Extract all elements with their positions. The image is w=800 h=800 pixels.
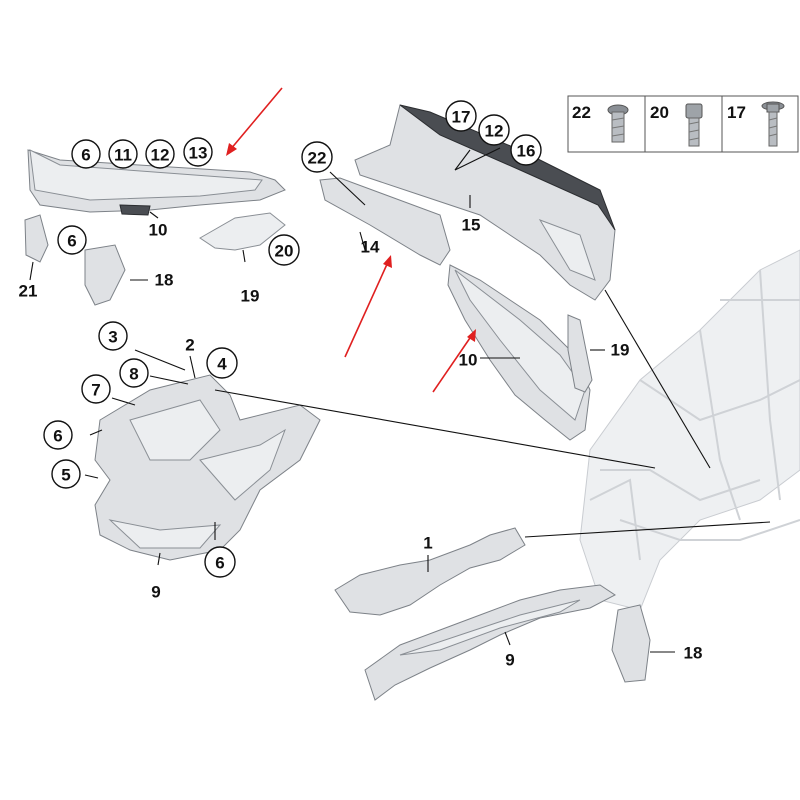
legend-number-20: 20 — [650, 103, 669, 122]
svg-text:7: 7 — [91, 381, 100, 400]
svg-text:20: 20 — [275, 242, 294, 261]
label-14: 14 — [361, 238, 380, 257]
callout-17: 17 — [445, 100, 477, 132]
plain-labels: 10 21 18 19 14 15 10 19 2 9 1 9 18 — [19, 216, 703, 670]
callout-22: 22 — [301, 141, 333, 173]
callout-7: 7 — [81, 374, 111, 404]
callout-5: 5 — [51, 459, 81, 489]
svg-text:11: 11 — [114, 146, 132, 165]
fastener-legend: 22 20 17 — [567, 95, 799, 153]
svg-text:5: 5 — [61, 466, 70, 485]
callout-6-mid: 6 — [43, 420, 73, 450]
hex-socket-bolt-icon — [685, 103, 703, 147]
label-1: 1 — [423, 534, 432, 553]
svg-text:12: 12 — [485, 122, 504, 141]
part-10-lower-beam — [447, 264, 591, 441]
label-18-bottom: 18 — [684, 644, 703, 663]
callout-13: 13 — [183, 137, 213, 167]
svg-text:22: 22 — [308, 149, 327, 168]
part-1-lower-member — [334, 527, 526, 616]
callout-6-left: 6 — [57, 225, 87, 255]
arrow-head-1 — [226, 143, 237, 156]
callout-8: 8 — [119, 358, 149, 388]
legend-number-22: 22 — [572, 103, 591, 122]
legend-frame — [567, 95, 799, 153]
callout-4: 4 — [206, 347, 238, 379]
circled-labels: 6 11 12 13 6 20 22 17 12 16 3 8 4 7 6 5 … — [43, 100, 542, 578]
callout-3: 3 — [98, 321, 128, 351]
svg-text:16: 16 — [517, 142, 536, 161]
part-21-bracket — [24, 214, 49, 263]
part-18-lower-bracket — [611, 604, 651, 683]
callout-16: 16 — [510, 134, 542, 166]
svg-text:6: 6 — [53, 427, 62, 446]
label-19-right: 19 — [611, 341, 630, 360]
callout-6-top: 6 — [71, 139, 101, 169]
callout-6-bottom: 6 — [204, 546, 236, 578]
red-arrows — [226, 87, 476, 393]
arrow-head-3 — [467, 329, 476, 342]
part-9-left-assembly — [94, 374, 321, 561]
label-10-right: 10 — [459, 351, 478, 370]
label-21: 21 — [19, 282, 38, 301]
callout-20: 20 — [268, 234, 300, 266]
svg-text:6: 6 — [81, 146, 90, 165]
flange-bolt-icon — [761, 101, 785, 147]
svg-text:6: 6 — [67, 232, 76, 251]
label-19-top: 19 — [241, 287, 260, 306]
part-19-lower-bracket — [567, 314, 593, 393]
svg-text:13: 13 — [189, 144, 208, 163]
part-15-upper-structure — [354, 104, 616, 301]
torx-screw-icon — [607, 104, 629, 143]
part-18-upper-bracket — [84, 244, 126, 306]
svg-text:8: 8 — [129, 365, 138, 384]
arrow-head-2 — [383, 255, 392, 268]
leader-lines — [29, 147, 771, 653]
svg-text:6: 6 — [215, 554, 224, 573]
part-14-inner-panel — [319, 177, 451, 266]
callout-12-top-right: 12 — [478, 114, 510, 146]
label-2: 2 — [185, 336, 194, 355]
legend-number-17: 17 — [727, 103, 746, 122]
svg-text:3: 3 — [108, 328, 117, 347]
label-18-top: 18 — [155, 271, 174, 290]
callout-11: 11 — [108, 139, 138, 169]
label-15: 15 — [462, 216, 481, 235]
svg-text:17: 17 — [452, 108, 471, 127]
label-9-right: 9 — [505, 651, 514, 670]
label-9-left: 9 — [151, 583, 160, 602]
label-10-top: 10 — [149, 221, 168, 240]
part-19-upper-cover — [199, 212, 286, 251]
callout-12-top-left: 12 — [145, 139, 175, 169]
svg-text:12: 12 — [151, 146, 170, 165]
part-9-right-assembly — [364, 584, 616, 701]
svg-text:4: 4 — [217, 355, 227, 374]
